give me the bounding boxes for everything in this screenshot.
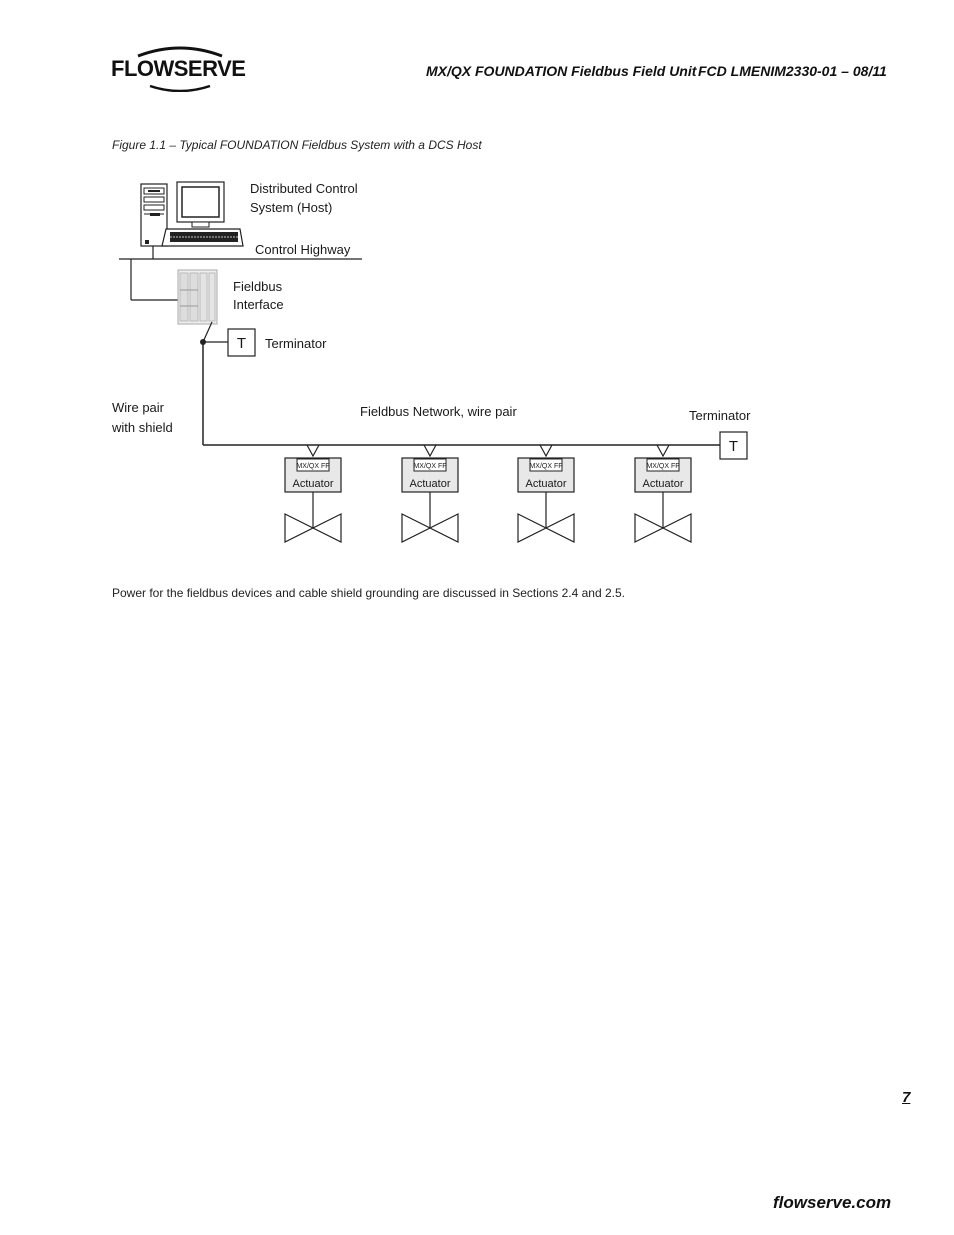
valve-icon <box>284 513 315 543</box>
actuator-tag: MX/QX FF <box>296 463 329 470</box>
computer-tower-icon <box>140 183 168 247</box>
keyboard-icon <box>161 228 244 247</box>
svg-text:T: T <box>237 335 246 352</box>
actuator-4: MX/QX FF Actuator <box>634 444 692 543</box>
fieldbus-interface-icon <box>177 269 218 325</box>
svg-text:T: T <box>729 438 738 455</box>
actuator-tag: MX/QX FF <box>413 463 446 470</box>
terminator-label-top: Terminator <box>265 336 327 351</box>
logo-arc-icon <box>137 46 223 93</box>
doc-code: FCD LMENIM2330-01 – 08/11 <box>698 63 887 79</box>
actuator-tag: MX/QX FF <box>529 463 562 470</box>
figure-caption: Figure 1.1 – Typical FOUNDATION Fieldbus… <box>112 138 482 152</box>
footer-url[interactable]: flowserve.com <box>773 1193 892 1212</box>
actuator-3: MX/QX FF Actuator <box>517 444 575 543</box>
dcs-label-line1: Distributed Control <box>250 181 358 196</box>
actuator-label: Actuator <box>410 478 451 490</box>
actuator-label: Actuator <box>293 478 334 490</box>
fieldbus-interface-label-line1: Fieldbus <box>233 279 283 294</box>
terminator-box-top: T <box>227 328 256 357</box>
valve-icon <box>634 513 665 543</box>
doc-title: MX/QX FOUNDATION Fieldbus Field Unit <box>426 63 697 79</box>
actuator-label: Actuator <box>643 478 684 490</box>
actuator-1: MX/QX FF Actuator <box>284 444 342 543</box>
page-number: 7 <box>902 1089 911 1106</box>
fieldbus-diagram: T T Distributed Control System (Host) Co… <box>111 181 751 543</box>
wire-pair-label-line1: Wire pair <box>112 400 165 415</box>
monitor-icon <box>176 181 225 228</box>
terminator-label-right: Terminator <box>689 408 751 423</box>
terminator-box-right: T <box>719 431 748 460</box>
dcs-label-line2: System (Host) <box>250 200 332 215</box>
fieldbus-interface-label-line2: Interface <box>233 297 284 312</box>
actuator-label: Actuator <box>526 478 567 490</box>
flowserve-logo: FLOWSERVE <box>110 42 250 93</box>
actuator-2: MX/QX FF Actuator <box>401 444 459 543</box>
body-paragraph: Power for the fieldbus devices and cable… <box>112 586 625 600</box>
wire-pair-label-line2: with shield <box>111 420 173 435</box>
control-highway-label: Control Highway <box>255 242 351 257</box>
logo-wordmark: FLOWSERVE <box>111 56 246 81</box>
valve-icon <box>401 513 432 543</box>
valve-icon <box>517 513 548 543</box>
network-label: Fieldbus Network, wire pair <box>360 404 517 419</box>
actuator-tag: MX/QX FF <box>646 463 679 470</box>
